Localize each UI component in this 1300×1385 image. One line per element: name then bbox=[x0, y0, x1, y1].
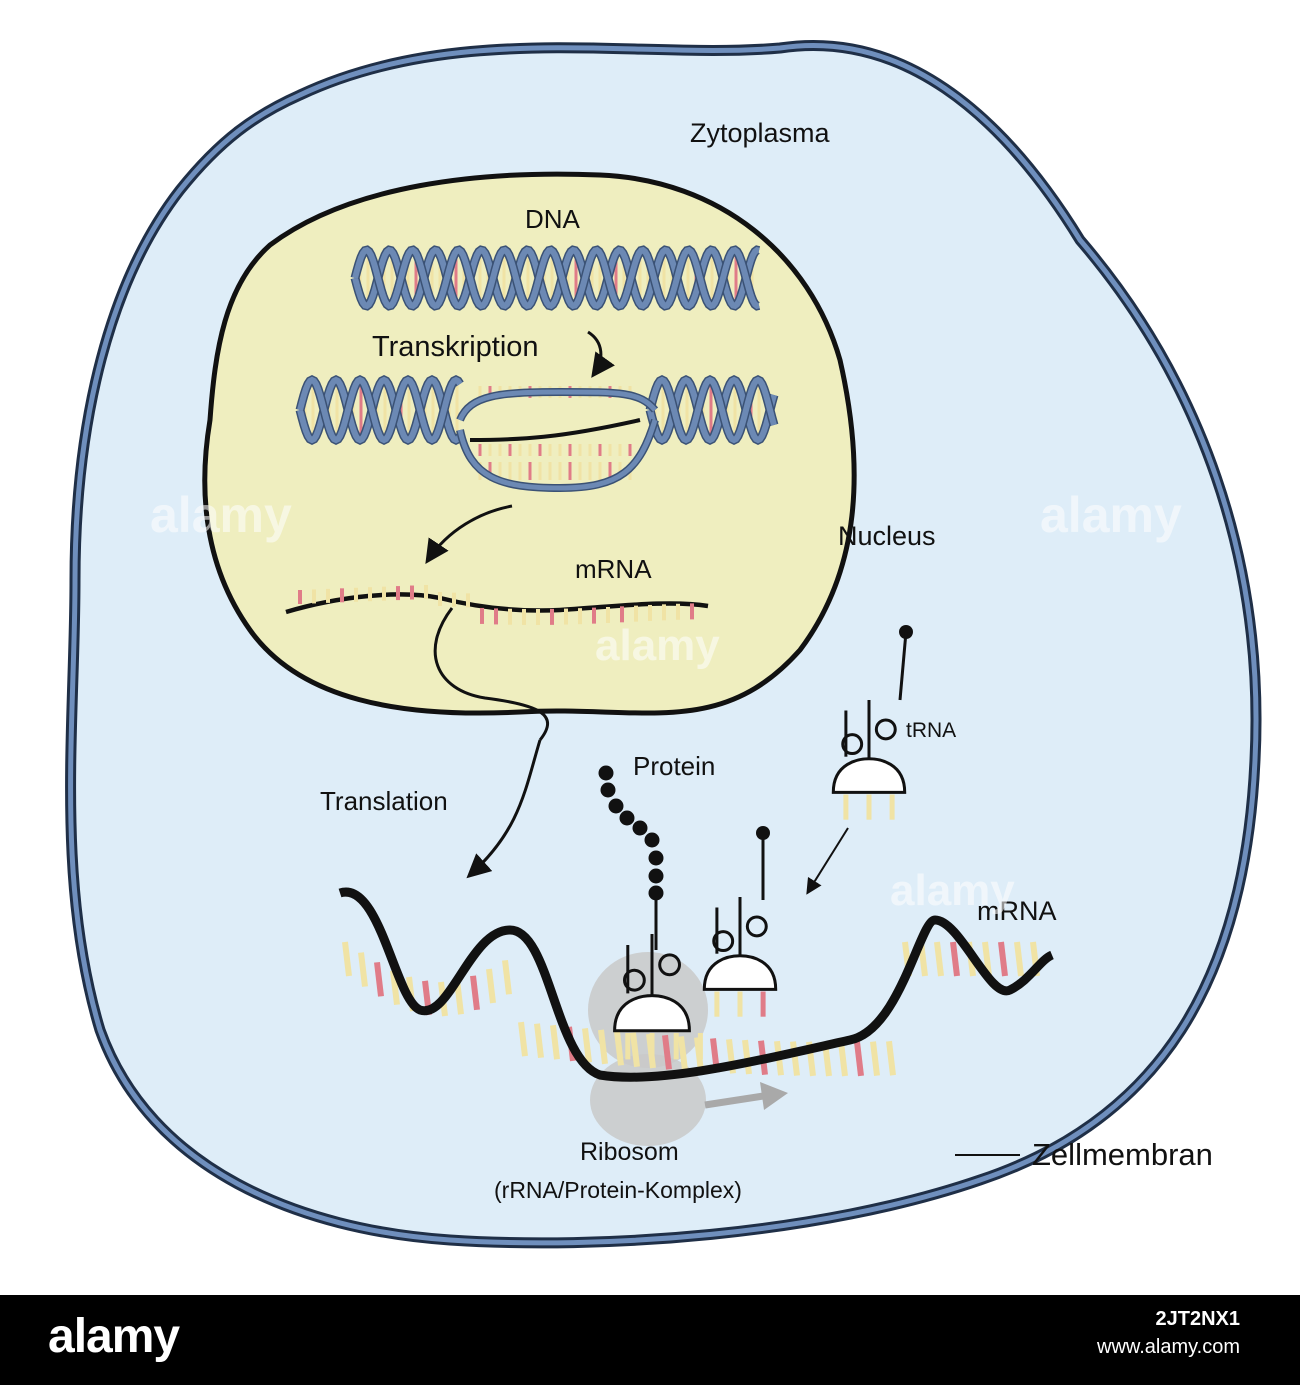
nucleotide bbox=[534, 1023, 544, 1059]
watermark-center: alamy bbox=[595, 621, 720, 670]
dna-coding-strand bbox=[457, 419, 658, 491]
amino-acid bbox=[619, 810, 635, 826]
amino-acid bbox=[598, 765, 614, 781]
nucleotide bbox=[1014, 941, 1024, 977]
mrna-backbone bbox=[285, 592, 709, 615]
dna-backbone bbox=[297, 376, 463, 444]
nucleotide bbox=[630, 1032, 640, 1068]
footer-url: www.alamy.com bbox=[1097, 1336, 1240, 1358]
nucleotide bbox=[838, 1041, 848, 1077]
nucleotide bbox=[502, 959, 512, 995]
nucleotide bbox=[358, 952, 368, 987]
nucleotide bbox=[598, 1029, 608, 1065]
cell-membrane-inner bbox=[68, 42, 1259, 1246]
dna-backbone bbox=[647, 376, 777, 444]
nucleotide bbox=[342, 941, 352, 977]
footer-logo: alamy bbox=[48, 1310, 180, 1363]
label-mrna-cytoplasm: mRNA bbox=[977, 896, 1057, 926]
footer-bar: alamy 2JT2NX1 www.alamy.com bbox=[0, 1295, 1300, 1385]
ribosome-direction-arrow bbox=[704, 1091, 771, 1109]
trna-loop bbox=[841, 733, 864, 756]
trna-molecules bbox=[613, 625, 913, 1060]
nucleotide bbox=[486, 968, 496, 1004]
label-cytoplasm: Zytoplasma bbox=[690, 118, 831, 148]
label-ribosome: Ribosom bbox=[580, 1138, 679, 1166]
label-ribosome-detail: (rRNA/Protein-Komplex) bbox=[494, 1177, 742, 1203]
translation-arrow bbox=[466, 739, 542, 879]
nucleotide bbox=[374, 961, 384, 997]
nucleotide bbox=[582, 1028, 592, 1063]
trna-loop bbox=[658, 953, 681, 977]
transcription-arrow bbox=[587, 330, 615, 378]
nucleotide bbox=[886, 1040, 896, 1076]
amino-acid bbox=[608, 798, 624, 814]
nucleotide bbox=[934, 941, 944, 977]
trna-arrival-arrow bbox=[806, 827, 849, 895]
label-protein: Protein bbox=[633, 751, 715, 781]
gene-expression-diagram: Zytoplasma DNA Transkription mRNA Nucleu… bbox=[65, 39, 1262, 1249]
dna-backbone bbox=[647, 376, 777, 444]
trna-loop bbox=[623, 968, 646, 992]
nucleotide bbox=[550, 1024, 560, 1060]
mrna-strand-nucleus bbox=[285, 584, 709, 625]
trna-loop bbox=[874, 718, 897, 741]
nucleotide bbox=[678, 1036, 688, 1071]
watermark-right: alamy bbox=[1040, 487, 1182, 543]
nascent-mrna bbox=[469, 418, 641, 442]
label-nucleus: Nucleus bbox=[838, 521, 936, 551]
amino-acid bbox=[600, 782, 616, 798]
trna-loop bbox=[712, 930, 735, 953]
amino-acid bbox=[648, 868, 664, 884]
amino-acid bbox=[648, 850, 664, 866]
nucleotide bbox=[390, 970, 400, 1006]
trna-loop bbox=[745, 915, 768, 938]
nucleotide bbox=[614, 1030, 624, 1066]
trna-body bbox=[613, 994, 691, 1033]
nucleotide bbox=[854, 1041, 864, 1077]
label-trna: tRNA bbox=[906, 719, 956, 742]
trna-stem bbox=[898, 631, 908, 701]
mrna-export-strand bbox=[433, 607, 550, 741]
nucleotide bbox=[870, 1041, 880, 1076]
ribosome-small-subunit bbox=[590, 1054, 706, 1146]
watermark-lower: alamy bbox=[890, 866, 1015, 915]
nucleotide bbox=[742, 1039, 752, 1075]
dna-helix bbox=[350, 245, 761, 311]
footer-image-info: 2JT2NX1 www.alamy.com bbox=[1097, 1305, 1240, 1361]
ribosome-direction-arrowhead bbox=[760, 1082, 788, 1110]
label-cell-membrane: Zellmembran bbox=[1032, 1137, 1213, 1172]
footer-image-id: 2JT2NX1 bbox=[1155, 1308, 1241, 1330]
dna-backbone bbox=[352, 246, 760, 310]
dna-template-strand bbox=[457, 389, 657, 422]
amino-acid bbox=[632, 820, 648, 836]
nucleotide bbox=[662, 1034, 672, 1070]
label-transcription: Transkription bbox=[372, 331, 539, 363]
label-mrna-nucleus: mRNA bbox=[575, 554, 652, 584]
mrna-release-arrow bbox=[425, 504, 513, 564]
nucleotide bbox=[790, 1041, 800, 1076]
amino-acid bbox=[644, 832, 660, 848]
protein-chain bbox=[598, 765, 664, 950]
dna-transcription-bubble bbox=[295, 374, 779, 493]
dna-backbone bbox=[297, 376, 463, 444]
nucleotide bbox=[470, 975, 480, 1011]
mrna-backbone bbox=[338, 887, 1055, 1082]
nucleotide bbox=[998, 941, 1008, 977]
nucleotide bbox=[518, 1021, 528, 1057]
label-translation: Translation bbox=[320, 786, 448, 816]
label-dna: DNA bbox=[525, 204, 581, 234]
nucleotide bbox=[950, 941, 960, 977]
watermark-left: alamy bbox=[150, 487, 292, 543]
